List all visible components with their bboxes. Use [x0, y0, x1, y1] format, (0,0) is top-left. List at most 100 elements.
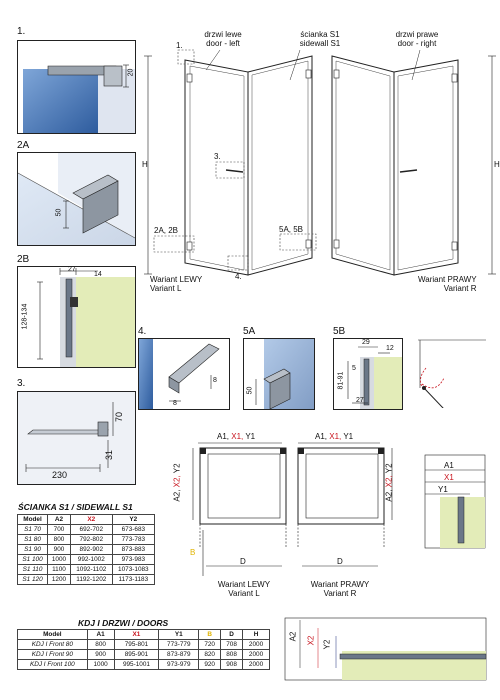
detail-5b-dim-12: 12 [386, 345, 394, 352]
doors-table-title: KDJ I DRZWI / DOORS [78, 618, 169, 628]
detail-2b-label: 2B [17, 254, 30, 265]
table-cell: 720 [198, 639, 222, 650]
table-header-cell: A1 [86, 629, 115, 640]
left-door-outline [184, 59, 249, 276]
plan-left-top-dim: A1, X1, Y1 [217, 432, 256, 441]
table-cell: 1073-1083 [111, 564, 156, 575]
callout-3: 3. [214, 152, 221, 161]
table-cell: 820 [198, 649, 222, 660]
plan-left-b: B [190, 548, 196, 557]
plan-detail-y1: Y1 [438, 485, 448, 494]
bottom-detail-a2: A2 [288, 631, 298, 642]
detail-2a-label: 2A [17, 140, 30, 151]
table-header-cell: H [242, 629, 270, 640]
right-door-outline [393, 59, 459, 276]
detail-5a-dim-50: 50 [246, 386, 254, 395]
table-cell: 895-901 [113, 649, 160, 660]
table-cell: 2000 [242, 639, 270, 650]
detail-4-drawing [139, 339, 220, 409]
table-cell: 1173-1183 [111, 574, 156, 585]
detail-2a-box: 50 [17, 152, 136, 246]
table-header-cell: Y1 [158, 629, 200, 640]
table-cell: 892-902 [69, 544, 113, 555]
table-cell: 773-779 [158, 639, 200, 650]
detail-2b-drawing [37, 268, 135, 367]
glass-panel [23, 69, 98, 133]
plan-right-d: D [337, 557, 343, 566]
table-cell: S1 90 [16, 544, 49, 555]
detail-4-dim-8b: 8 [173, 400, 177, 407]
table-cell: 1200 [47, 574, 71, 585]
table-cell: 1000 [86, 659, 115, 670]
plan-detail-a1: A1 [444, 461, 454, 470]
table-header-cell: X1 [113, 629, 160, 640]
detail-5b-dim-27: 27 [356, 397, 364, 404]
plan-left-side-dim: A2, X2, Y2 [172, 463, 182, 502]
profile [65, 278, 73, 358]
table-cell: 995-1001 [113, 659, 160, 670]
table-header-cell: Model [17, 629, 88, 640]
detail-2b-box: 27 14 128-134 [17, 266, 136, 368]
h-right-label: H [494, 160, 500, 169]
detail-5a-drawing [255, 339, 314, 409]
plan-right-side-dim: A2, X2, Y2 [384, 463, 394, 502]
bottom-detail-y2: Y2 [322, 639, 332, 650]
table-header-cell: Model [16, 514, 49, 525]
detail-5b-box: 29 12 5 81-91 27 [333, 338, 403, 410]
callout-5a5b: 5A, 5B [279, 225, 304, 234]
detail-2b-dim-14: 14 [94, 271, 102, 278]
detail-3-dim-31: 31 [104, 449, 115, 461]
table-cell: 992-1002 [69, 554, 113, 565]
detail-3-box: 70 31 230 [17, 391, 136, 485]
table-cell: KDJ I Front 90 [17, 649, 88, 660]
table-cell: 900 [47, 544, 71, 555]
table-cell: 2000 [242, 659, 270, 670]
plan-right-variant: Wariant PRAWY Variant R [310, 580, 370, 598]
callout-1: 1. [176, 41, 183, 50]
table-header-cell: X2 [69, 514, 113, 525]
table-header-cell: Y2 [111, 514, 156, 525]
table-cell: KDJ I Front 80 [17, 639, 88, 650]
detail-2b-dim-27: 27 [68, 266, 76, 273]
detail-1-box: 20 [17, 40, 136, 134]
table-cell: 792-802 [69, 534, 113, 545]
table-cell: KDJ I Front 100 [17, 659, 88, 670]
hinge-block [103, 65, 123, 87]
table-cell: 800 [47, 534, 71, 545]
table-cell: S1 120 [16, 574, 49, 585]
sidewall-table-title: ŚCIANKA S1 / SIDEWALL S1 [18, 502, 133, 512]
table-cell: 692-702 [69, 524, 113, 535]
table-cell: 795-801 [113, 639, 160, 650]
table-cell: 800 [86, 639, 115, 650]
detail-4-label: 4. [138, 326, 147, 337]
table-cell: 1000 [47, 554, 71, 565]
table-header-cell: D [220, 629, 244, 640]
table-cell: 1092-1102 [69, 564, 113, 575]
detail-1-drawing [23, 64, 135, 133]
table-cell: 900 [86, 649, 115, 660]
detail-5a-label: 5A [243, 326, 256, 337]
plan-detail-x1: X1 [444, 473, 454, 482]
detail-3-label: 3. [17, 378, 26, 389]
sidewall-outline [247, 55, 313, 276]
table-cell: 2000 [242, 649, 270, 660]
detail-5b-drawing [347, 346, 402, 409]
table-cell: 700 [47, 524, 71, 535]
table-cell: S1 100 [16, 554, 49, 565]
h-left-label: H [142, 160, 148, 169]
detail-2a-drawing [18, 153, 135, 245]
label-sidewall: ścianka S1 sidewall S1 [299, 30, 341, 48]
detail-3-drawing [18, 392, 135, 484]
plan-left-variant: Wariant LEWY Variant L [217, 580, 271, 598]
label-door-left: drzwi lewe door - left [204, 30, 242, 48]
table-cell: 673-683 [111, 524, 156, 535]
